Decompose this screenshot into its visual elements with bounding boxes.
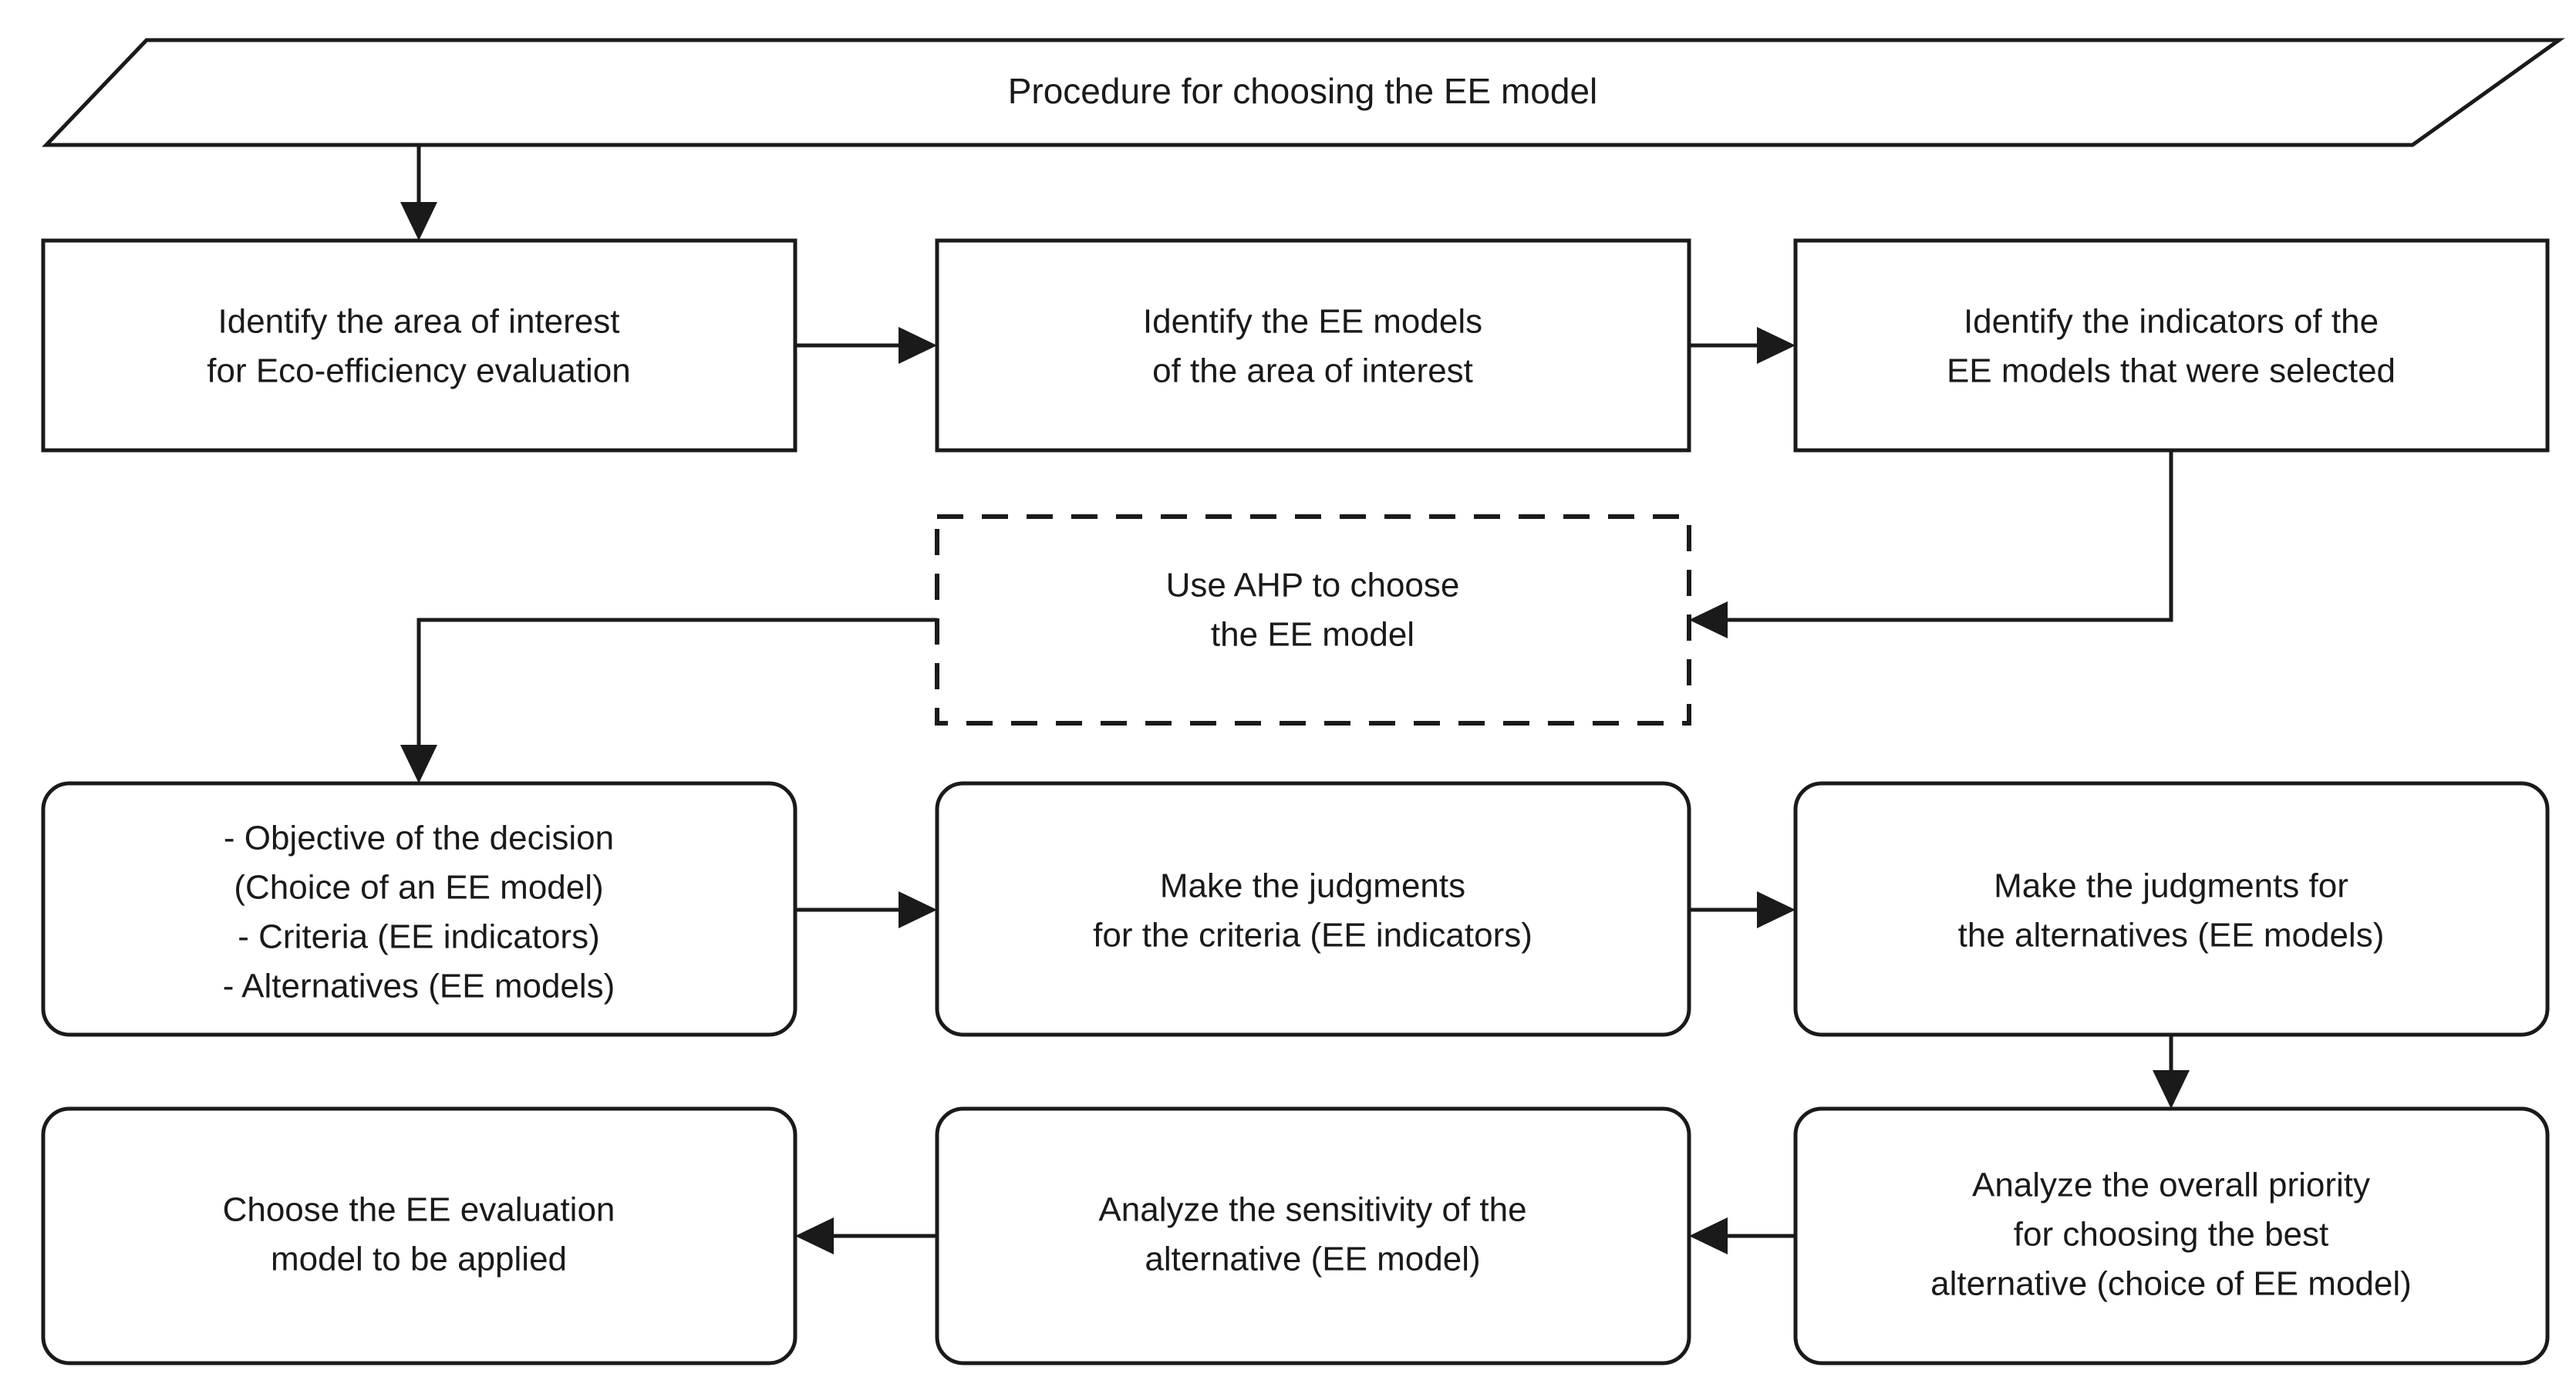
arrow-head-right-icon [899, 891, 937, 928]
n5-line-3: - Criteria (EE indicators) [238, 918, 599, 956]
edge-n1-to-n2 [795, 327, 937, 364]
n8-line-2: for choosing the best [2014, 1216, 2328, 1254]
node-start[interactable]: Procedure for choosing the EE model [42, 38, 2565, 147]
n3-line-1: Identify the indicators of the [1964, 303, 2379, 341]
arrow-head-left-icon [1689, 601, 1728, 638]
edge-n4-to-n5 [400, 618, 937, 783]
n9-line-1: Analyze the sensitivity of the [1098, 1191, 1526, 1229]
n2-line-2: of the area of interest [1152, 352, 1473, 390]
n7-line-1: Make the judgments for [1994, 867, 2348, 905]
start-node-label: Procedure for choosing the EE model [1008, 71, 1598, 111]
arrow-head-left-icon [1689, 1217, 1728, 1254]
edge-n7-to-n8 [2153, 1035, 2190, 1109]
edge-n9-to-n10 [795, 1217, 937, 1254]
n5-line-2: (Choice of an EE model) [234, 869, 603, 907]
edge-n3-to-n4 [1689, 450, 2173, 638]
n6-line-2: for the criteria (EE indicators) [1093, 917, 1532, 955]
n6-box [935, 781, 1691, 1037]
node-n8[interactable]: Analyze the overall priority for choosin… [1793, 1106, 2550, 1365]
n10-line-2: model to be applied [271, 1241, 567, 1278]
parallelogram-shape [42, 38, 2565, 147]
node-n3[interactable]: Identify the indicators of the EE models… [1793, 238, 2550, 453]
n2-line-1: Identify the EE models [1143, 303, 1482, 341]
node-n5[interactable]: - Objective of the decision (Choice of a… [41, 781, 797, 1037]
node-n10[interactable]: Choose the EE evaluation model to be app… [41, 1106, 797, 1365]
n3-box [1793, 238, 2550, 453]
arrow-head-left-icon [795, 1217, 834, 1254]
node-n2[interactable]: Identify the EE models of the area of in… [935, 238, 1691, 453]
n4-line-1: Use AHP to choose [1166, 567, 1460, 604]
edge-start-to-n1 [400, 145, 437, 241]
arrow-head-down-icon [2153, 1070, 2190, 1109]
node-n7[interactable]: Make the judgments for the alternatives … [1793, 781, 2550, 1037]
n9-line-2: alternative (EE model) [1145, 1241, 1480, 1278]
n1-box [41, 238, 797, 453]
node-n1[interactable]: Identify the area of interest for Eco-ef… [41, 238, 797, 453]
n9-box [935, 1106, 1691, 1365]
arrow-head-down-icon [400, 745, 437, 783]
n8-line-3: alternative (choice of EE model) [1930, 1265, 2412, 1303]
n1-line-1: Identify the area of interest [218, 303, 620, 341]
node-n6[interactable]: Make the judgments for the criteria (EE … [935, 781, 1691, 1037]
node-n4[interactable]: Use AHP to choose the EE model [935, 514, 1691, 726]
n8-line-1: Analyze the overall priority [1972, 1167, 2370, 1204]
n2-box [935, 238, 1691, 453]
n10-box [41, 1106, 797, 1365]
n4-line-2: the EE model [1211, 616, 1414, 654]
n1-line-2: for Eco-efficiency evaluation [207, 352, 630, 390]
n10-line-1: Choose the EE evaluation [223, 1191, 615, 1229]
n7-box [1793, 781, 2550, 1037]
edge-n6-to-n7 [1689, 891, 1795, 928]
arrow-head-right-icon [1757, 891, 1795, 928]
n5-line-1: - Objective of the decision [224, 820, 614, 857]
n7-line-2: the alternatives (EE models) [1958, 917, 2385, 955]
edge-n8-to-n9 [1689, 1217, 1795, 1254]
arrow-head-right-icon [899, 327, 937, 364]
edge-n5-to-n6 [795, 891, 937, 928]
node-n9[interactable]: Analyze the sensitivity of the alternati… [935, 1106, 1691, 1365]
arrow-head-right-icon [1757, 327, 1795, 364]
arrow-head-down-icon [400, 202, 437, 241]
n4-box-dashed [935, 514, 1691, 726]
n3-line-2: EE models that were selected [1947, 352, 2396, 390]
n6-line-1: Make the judgments [1160, 867, 1465, 905]
n5-line-4: - Alternatives (EE models) [223, 968, 615, 1005]
edge-n2-to-n3 [1689, 327, 1795, 364]
